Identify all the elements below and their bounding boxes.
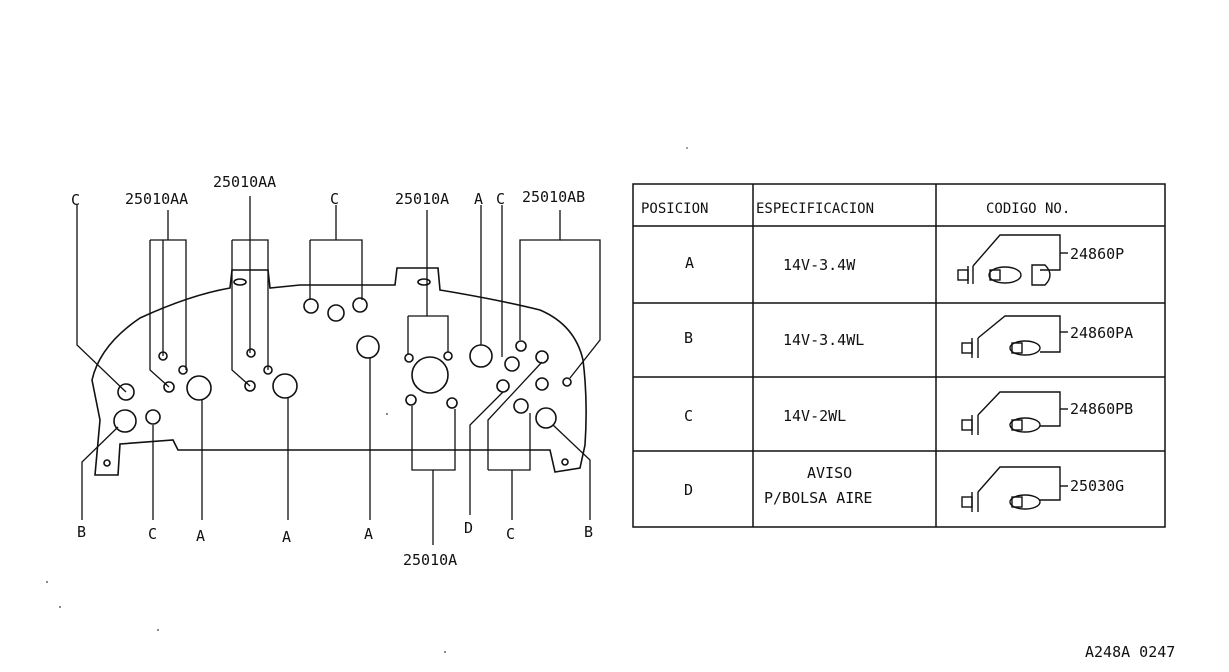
callout-c: C: [330, 190, 339, 208]
callout-part-25010A: 25010A: [403, 551, 457, 569]
callout-b: B: [77, 523, 86, 541]
scan-specks: [46, 147, 688, 653]
callout-labels: C 25010AA 25010AA C 25010A A C 25010AB B…: [71, 173, 593, 569]
callout-c: C: [148, 525, 157, 543]
cluster-housing-outline: [91, 267, 587, 476]
callout-a: A: [282, 528, 291, 546]
callout-b: B: [584, 523, 593, 541]
callout-a: A: [364, 525, 373, 543]
callout-c: C: [496, 190, 505, 208]
bulb-socket-icon: [961, 315, 1068, 358]
table-cell-pos: C: [684, 407, 693, 425]
drawing-reference-code: A248A 0247: [1085, 643, 1175, 661]
callout-part-25010A: 25010A: [395, 190, 449, 208]
table-cell-spec: P/BOLSA AIRE: [764, 489, 872, 507]
table-header-codigo: CODIGO NO.: [986, 201, 1070, 217]
callout-c: C: [71, 191, 80, 209]
table-cell-pos: D: [684, 481, 693, 499]
callout-a: A: [474, 190, 483, 208]
callout-d: D: [464, 519, 473, 537]
bulb-spec-table: POSICION ESPECIFICACION CODIGO NO. A 14V…: [632, 183, 1166, 528]
table-cell-code: 24860PA: [1070, 324, 1133, 342]
gauge-openings: [103, 278, 572, 467]
callout-a: A: [196, 527, 205, 545]
callout-c: C: [506, 525, 515, 543]
table-cell-code: 24860P: [1070, 245, 1124, 263]
table-cell-pos: B: [684, 329, 693, 347]
table-cell-spec: 14V-3.4W: [783, 256, 856, 274]
table-cell-spec: 14V-3.4WL: [783, 331, 864, 349]
table-cell-pos: A: [685, 254, 694, 272]
table-header-posicion: POSICION: [641, 201, 708, 217]
table-cell-spec: 14V-2WL: [783, 407, 846, 425]
table-cell-spec: AVISO: [807, 464, 852, 482]
table-cell-code: 25030G: [1070, 477, 1124, 495]
bulb-socket-icon: [961, 466, 1068, 512]
table-cell-code: 24860PB: [1070, 400, 1133, 418]
table-header-especificacion: ESPECIFICACION: [756, 201, 874, 217]
callout-part-25010AA: 25010AA: [213, 173, 276, 191]
callout-part-25010AB: 25010AB: [522, 188, 585, 206]
bulb-socket-icon: [957, 234, 1068, 286]
leader-lines: [76, 196, 601, 545]
callout-part-25010AA: 25010AA: [125, 190, 188, 208]
bulb-socket-icon: [961, 391, 1068, 435]
